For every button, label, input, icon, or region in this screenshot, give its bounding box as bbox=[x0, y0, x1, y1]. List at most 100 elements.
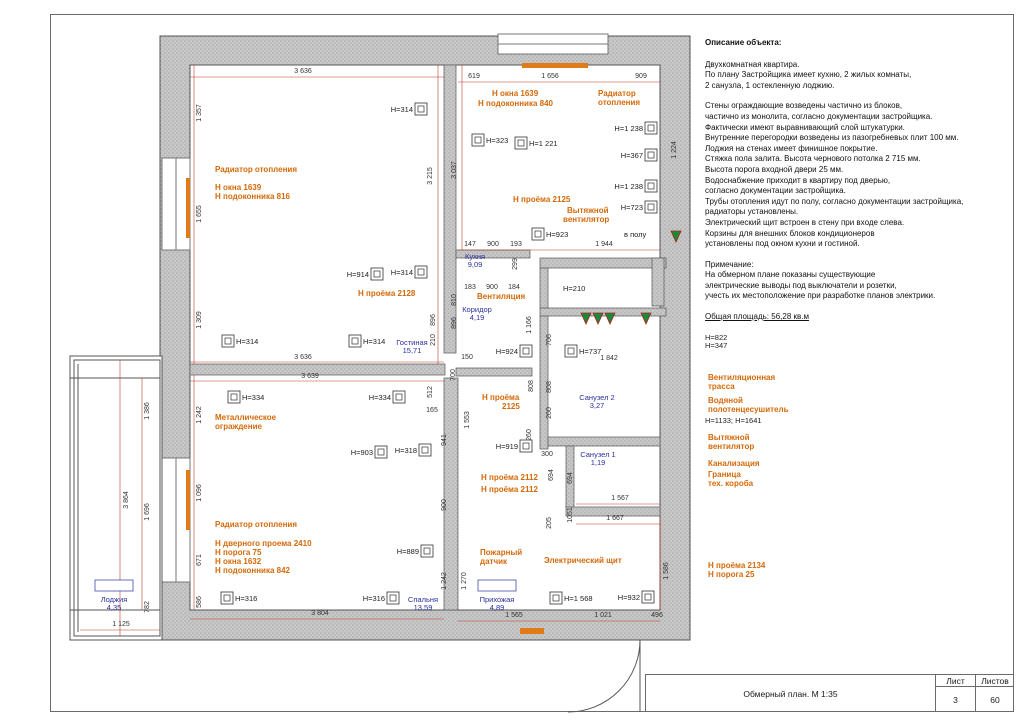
socket-inner-icon bbox=[351, 337, 359, 345]
socket-icon bbox=[644, 200, 658, 214]
outlet-height: H=932 bbox=[618, 593, 640, 602]
annotation-label: Н проёма bbox=[482, 393, 520, 402]
annotation-label: Н проёма 2125 bbox=[513, 195, 571, 204]
dimension-text: 896 bbox=[451, 317, 458, 329]
socket-inner-icon bbox=[552, 594, 560, 602]
room-area: 4,35 bbox=[107, 603, 122, 612]
windows bbox=[161, 33, 609, 583]
outlet-height: H=903 bbox=[351, 448, 373, 457]
dimension-text: 147 bbox=[464, 241, 476, 248]
dimension-text: 810 bbox=[451, 294, 458, 306]
dimension-text: 3 215 bbox=[427, 167, 434, 185]
socket-inner-icon bbox=[647, 203, 655, 211]
outlet-height: H=923 bbox=[546, 230, 568, 239]
annotation-label: Н дверного проема 2410 bbox=[215, 539, 312, 548]
note-line: частично из монолита, согласно документа… bbox=[705, 111, 933, 121]
socket-icon bbox=[392, 390, 406, 404]
note-line: Высота порога входной двери 25 мм. bbox=[705, 164, 844, 174]
annotation-label: Вентиляция bbox=[477, 292, 525, 301]
note-line: радиаторы установлены. bbox=[705, 207, 799, 217]
outlet-height: H=323 bbox=[486, 136, 508, 145]
annotation-label: ограждение bbox=[215, 422, 263, 431]
dimension-text: 941 bbox=[441, 434, 448, 446]
outlet-height: H=318 bbox=[395, 446, 417, 455]
note-line: По плану Застройщика имеет кухню, 2 жилы… bbox=[705, 70, 912, 80]
plan-note: в полу bbox=[624, 230, 647, 239]
annotation-label: Вытяжной bbox=[708, 433, 750, 442]
socket-inner-icon bbox=[395, 393, 403, 401]
socket-icon bbox=[564, 344, 578, 358]
socket-icon bbox=[519, 439, 533, 453]
dimension-text: 694 bbox=[548, 469, 555, 481]
annotation-label: Н подоконника 840 bbox=[478, 99, 554, 108]
dimension-text: 1 125 bbox=[112, 621, 130, 628]
outlet-height: H=1 568 bbox=[564, 594, 593, 603]
drawing-title: Обмерный план. М 1:35 bbox=[645, 674, 935, 712]
room-area: 15,71 bbox=[403, 346, 422, 355]
annotation-label: отопления bbox=[598, 98, 640, 107]
note-line: Лоджия на стенах имеет финишное покрытие… bbox=[705, 143, 878, 153]
room-area: 13,59 bbox=[414, 603, 433, 612]
socket-icon bbox=[227, 390, 241, 404]
note-line: Трубы отопления идут по полу, согласно д… bbox=[705, 196, 964, 206]
dimension-text: 150 bbox=[461, 354, 473, 361]
socket-icon bbox=[471, 133, 485, 147]
level-mark-box bbox=[94, 579, 134, 592]
outlet-height: H=1 221 bbox=[529, 139, 558, 148]
note-line: электрические выводы под выключатели и р… bbox=[705, 280, 897, 290]
dimension-text: 3 864 bbox=[123, 491, 130, 509]
room-name: Гостиная bbox=[396, 338, 427, 347]
room-name: Кухня bbox=[465, 252, 485, 261]
socket-inner-icon bbox=[522, 347, 530, 355]
pipe-outlet-icon bbox=[580, 312, 592, 325]
title-block: Обмерный план. М 1:35 Лист Листов 3 60 bbox=[645, 674, 1014, 712]
annotation-label: Электрический щит bbox=[544, 556, 622, 565]
dimension-text: 896 bbox=[430, 314, 437, 326]
outlet-height: H=334 bbox=[242, 393, 264, 402]
annotation-label: Н проёма 2134 bbox=[708, 561, 766, 570]
dimension-text: 165 bbox=[426, 407, 438, 414]
radiators bbox=[186, 63, 588, 530]
socket-inner-icon bbox=[647, 182, 655, 190]
note-line: согласно документации застройщика. bbox=[705, 186, 846, 196]
outlet-height: H=314 bbox=[363, 337, 385, 346]
dimension-text: 1 567 bbox=[611, 495, 629, 502]
annotation-label: Граница bbox=[708, 470, 741, 479]
annotation-label: 2125 bbox=[502, 402, 520, 411]
outlet-height: H=316 bbox=[363, 594, 385, 603]
annotation-label: тех. короба bbox=[708, 479, 754, 488]
object-description: Описание объекта: Двухкомнатная квартира… bbox=[705, 38, 1005, 323]
outlet-height: H=367 bbox=[621, 151, 643, 160]
annotation-label: Н подоконника 842 bbox=[215, 566, 291, 575]
note-line: учесть их местоположение при разработке … bbox=[705, 291, 936, 301]
dimension-text: 3 804 bbox=[311, 610, 329, 617]
socket-icon bbox=[348, 334, 362, 348]
socket-inner-icon bbox=[474, 136, 482, 144]
dimension-text: 586 bbox=[196, 596, 203, 608]
dimension-text: 909 bbox=[635, 73, 647, 80]
annotation-label: Н подоконника 816 bbox=[215, 192, 291, 201]
room-name: Санузел 2 bbox=[579, 393, 614, 402]
annotation-label: Н проёма 2128 bbox=[358, 289, 416, 298]
dimension-text: 1 842 bbox=[600, 355, 618, 362]
dimension-text: 1 242 bbox=[196, 406, 203, 424]
note-line: Электрический щит встроен в стену при вх… bbox=[705, 217, 905, 227]
socket-icon bbox=[414, 265, 428, 279]
entrance-door bbox=[520, 628, 641, 713]
dimension-text: 1 696 bbox=[144, 503, 151, 521]
dimension-text: 808 bbox=[528, 380, 535, 392]
description-title: Описание объекта: bbox=[705, 38, 782, 47]
sheets-label: Листов bbox=[975, 674, 1014, 686]
dimension-text: 3 037 bbox=[451, 161, 458, 179]
socket-inner-icon bbox=[373, 270, 381, 278]
socket-icon bbox=[420, 544, 434, 558]
plan-note: H=822 bbox=[705, 333, 727, 342]
dimension-text: 1 944 bbox=[595, 241, 613, 248]
dimension-text: 1 586 bbox=[663, 562, 670, 580]
loggia bbox=[69, 355, 163, 641]
annotation-label: датчик bbox=[480, 557, 508, 566]
socket-inner-icon bbox=[534, 230, 542, 238]
sheet-number: 3 bbox=[935, 686, 975, 712]
annotation-label: Вытяжной bbox=[567, 206, 609, 215]
